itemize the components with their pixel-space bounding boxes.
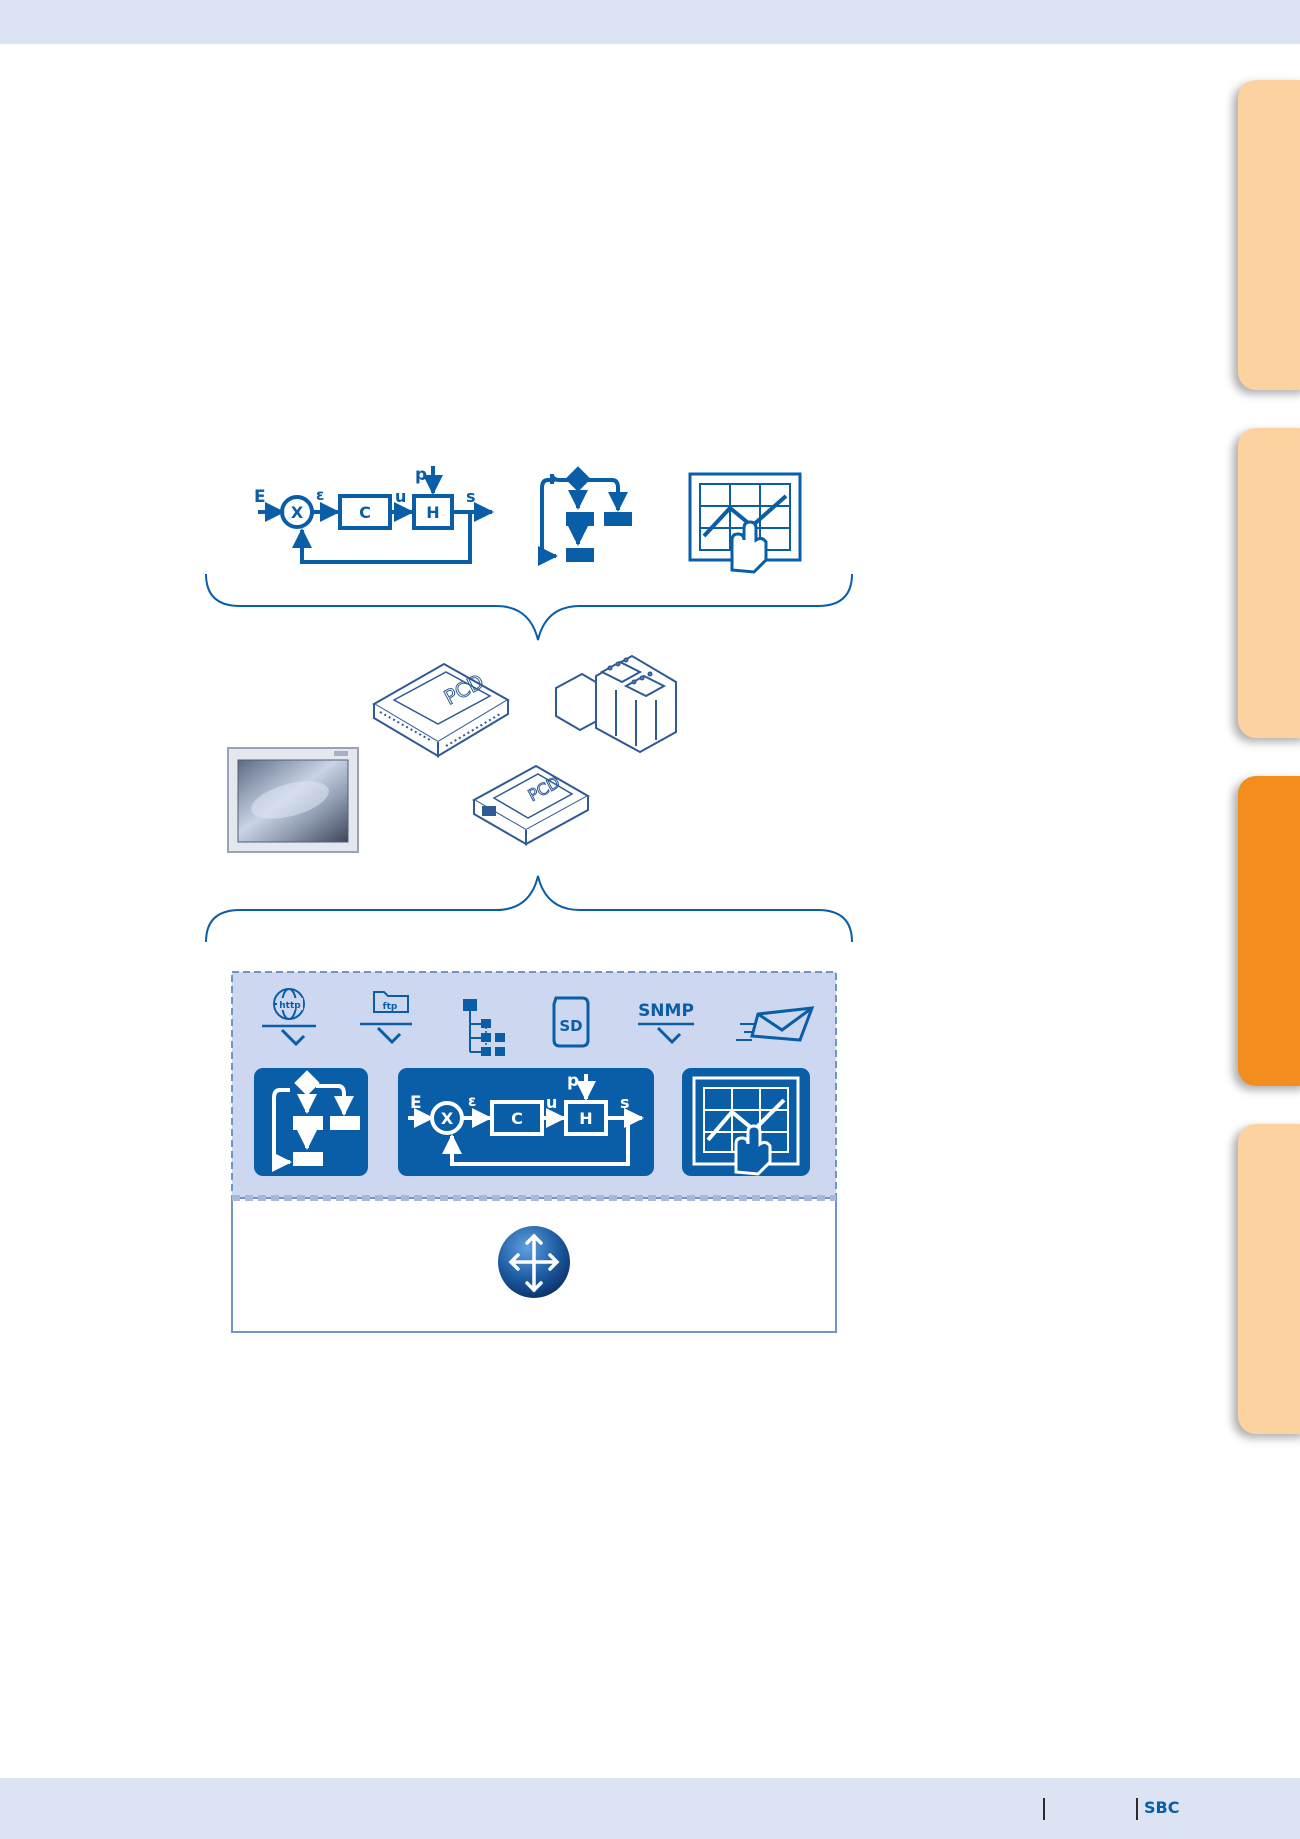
footer-separator-1 (1043, 1798, 1045, 1820)
label-H-panel: H (579, 1109, 592, 1128)
label-C-panel: C (511, 1109, 523, 1128)
label-X-top: X (291, 503, 304, 522)
hmi-touch-icon-top (688, 472, 802, 574)
label-H-top: H (426, 503, 439, 522)
pcd-controller-device-1: PCD (372, 662, 510, 758)
http-icon-label: http (279, 1001, 301, 1011)
label-p-top: p (415, 465, 427, 485)
chapter-tab-2[interactable] (1238, 428, 1300, 738)
sd-card-label: SD (559, 1017, 582, 1035)
chapter-tab-4[interactable] (1238, 1124, 1300, 1434)
email-icon (736, 1006, 815, 1042)
label-u-top: u (395, 487, 406, 506)
sd-card-icon (552, 996, 590, 1048)
footer-brand: SBC (1144, 1798, 1180, 1817)
label-E-top: E (254, 487, 266, 507)
io-module-device (555, 654, 677, 754)
header-bar (0, 0, 1300, 44)
http-icon (262, 988, 316, 1047)
label-eps-panel: ε (468, 1092, 476, 1110)
file-tree-icon (463, 999, 505, 1056)
label-eps-top: ε (316, 486, 324, 504)
top-control-loop-diagram (258, 466, 494, 564)
label-p-panel: p (567, 1071, 579, 1091)
hmi-panel-device (227, 747, 359, 853)
snmp-icon (638, 1022, 694, 1045)
pcd-controller-device-2: PCD (471, 764, 591, 846)
chapter-tab-1[interactable] (1238, 80, 1300, 390)
ftp-icon-label: ftp (383, 1002, 398, 1012)
label-s-panel: s (620, 1093, 630, 1112)
label-s-top: s (466, 487, 476, 506)
snmp-label: SNMP (638, 1001, 694, 1021)
ftp-folder-icon (360, 991, 412, 1045)
footer-separator-2 (1136, 1798, 1138, 1820)
communication-hub-icon (498, 1226, 570, 1298)
label-u-panel: u (546, 1093, 557, 1112)
footer-bar (0, 1778, 1300, 1839)
brace-bottom (205, 875, 853, 943)
control-loop-function-block: E X ε C u p H s (398, 1068, 654, 1176)
label-C-top: C (359, 503, 371, 522)
chapter-tab-3-active[interactable] (1238, 776, 1300, 1086)
label-E-panel: E (410, 1093, 422, 1113)
hmi-touch-function-block (682, 1068, 810, 1176)
brace-top (205, 573, 853, 641)
label-X-panel: X (441, 1109, 454, 1128)
flowchart-function-block (254, 1068, 368, 1176)
flowchart-icon-top (538, 466, 632, 566)
